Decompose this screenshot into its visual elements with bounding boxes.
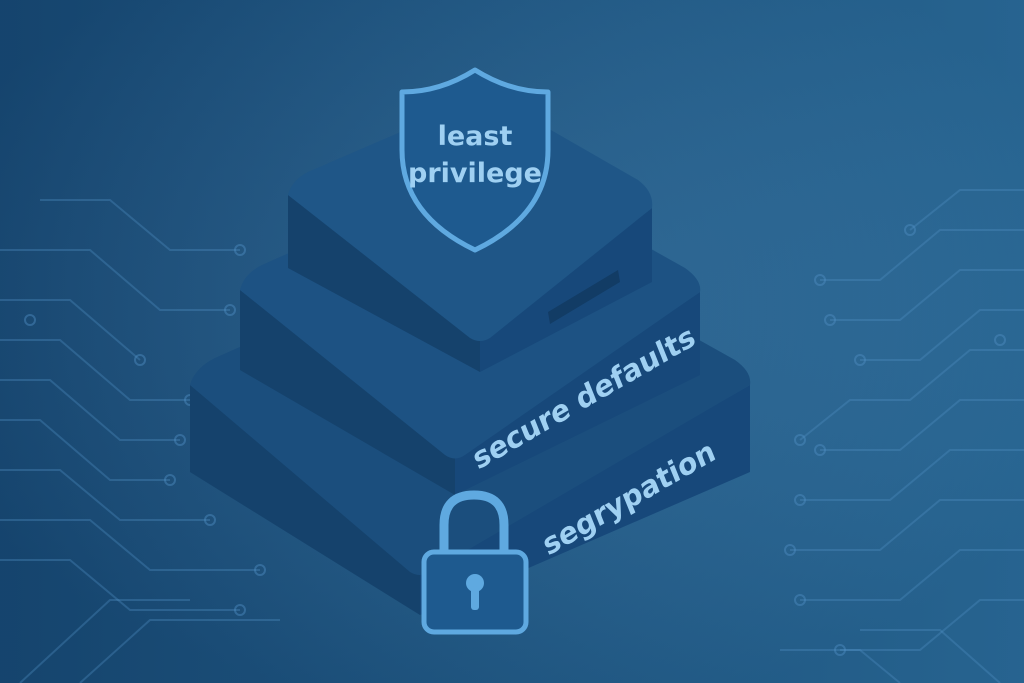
shield-label-line1: least: [438, 121, 513, 152]
circuit-nodes: [24, 224, 1006, 656]
shield-icon: [399, 67, 551, 253]
layer-top-side-left: [288, 195, 480, 372]
circuit-pattern: [0, 189, 1024, 683]
layer-middle-side-right: [455, 292, 700, 495]
layer-bottom-side-left: [190, 385, 420, 615]
layer-top-slot: [548, 270, 620, 324]
layer-top-side-right: [480, 208, 652, 372]
layer-middle-side-left: [240, 290, 455, 495]
shield-label-line2: privilege: [408, 158, 542, 189]
lock-icon: [421, 490, 529, 635]
